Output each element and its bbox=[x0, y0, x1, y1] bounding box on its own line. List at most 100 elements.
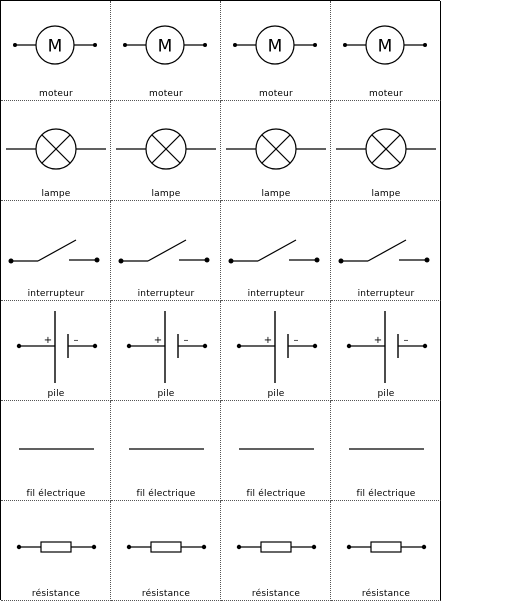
lamp-cross bbox=[261, 134, 291, 164]
symbol-label: résistance bbox=[141, 589, 191, 599]
symbol-cell-resistor: résistance bbox=[1, 501, 111, 601]
symbol-resistor bbox=[126, 541, 207, 553]
symbol-switch bbox=[8, 239, 100, 264]
lamp-cross bbox=[371, 134, 401, 164]
symbol-label: interrupteur bbox=[247, 289, 305, 299]
symbol-cell-wire: fil électrique bbox=[331, 401, 441, 501]
symbol-cell-resistor: résistance bbox=[331, 501, 441, 601]
symbol-resistor bbox=[16, 541, 97, 553]
lamp-cross bbox=[41, 134, 71, 164]
symbol-label: pile bbox=[377, 389, 395, 399]
symbol-battery: +– bbox=[346, 311, 428, 383]
symbol-label: lampe bbox=[41, 189, 71, 199]
motor-letter: M bbox=[48, 37, 63, 57]
motor-letter: M bbox=[378, 37, 393, 57]
symbol-cell-resistor: résistance bbox=[221, 501, 331, 601]
terminal-dot bbox=[202, 343, 208, 349]
symbol-label: pile bbox=[157, 389, 175, 399]
symbol-label: moteur bbox=[149, 89, 183, 99]
symbol-motor: M bbox=[123, 25, 207, 65]
switch-blade bbox=[147, 239, 187, 262]
terminal-dot bbox=[424, 257, 430, 263]
symbol-cell-battery: +– pile bbox=[331, 301, 441, 401]
resistor-body bbox=[370, 541, 402, 553]
switch-blade bbox=[37, 239, 77, 262]
symbol-cell-resistor: résistance bbox=[111, 501, 221, 601]
symbol-label: moteur bbox=[259, 89, 293, 99]
symbol-cell-switch: interrupteur bbox=[331, 201, 441, 301]
symbol-label: interrupteur bbox=[137, 289, 195, 299]
switch-blade bbox=[257, 239, 297, 262]
motor-circle bbox=[145, 25, 185, 65]
symbol-cell-battery: +–pile bbox=[221, 301, 331, 401]
symbol-cell-lamp: lampe bbox=[111, 101, 221, 201]
symbol-battery: +– bbox=[236, 311, 318, 383]
symbol-cell-lamp: lampe bbox=[221, 101, 331, 201]
symbol-label: lampe bbox=[371, 189, 401, 199]
symbol-motor: M bbox=[343, 25, 427, 65]
terminal-dot bbox=[203, 43, 207, 47]
plus-sign: + bbox=[264, 335, 272, 346]
terminal-dot bbox=[311, 544, 317, 550]
minus-sign: – bbox=[184, 335, 189, 346]
motor-letter: M bbox=[268, 37, 283, 57]
terminal-dot bbox=[343, 43, 347, 47]
symbol-label: lampe bbox=[151, 189, 181, 199]
symbol-label: fil électrique bbox=[26, 489, 86, 499]
terminal-dot bbox=[93, 43, 97, 47]
terminal-dot bbox=[313, 43, 317, 47]
resistor-body bbox=[150, 541, 182, 553]
symbol-switch bbox=[338, 239, 430, 264]
motor-circle bbox=[35, 25, 75, 65]
symbol-cell-switch: interrupteur bbox=[221, 201, 331, 301]
symbol-cell-wire: fil électrique bbox=[1, 401, 111, 501]
symbol-lamp bbox=[6, 128, 106, 170]
minus-sign: – bbox=[74, 335, 79, 346]
plus-sign: + bbox=[154, 335, 162, 346]
resistor-body bbox=[260, 541, 292, 553]
symbol-battery: +– bbox=[16, 311, 98, 383]
terminal-dot bbox=[314, 257, 320, 263]
terminal-dot bbox=[423, 43, 427, 47]
resistor-body bbox=[40, 541, 72, 553]
symbol-battery: +– bbox=[126, 311, 208, 383]
motor-circle bbox=[255, 25, 295, 65]
minus-sign: – bbox=[294, 335, 299, 346]
lamp-circle bbox=[35, 128, 77, 170]
terminal-dot bbox=[91, 544, 97, 550]
symbol-label: pile bbox=[47, 389, 65, 399]
symbol-label: résistance bbox=[361, 589, 411, 599]
symbol-resistor bbox=[346, 541, 427, 553]
minus-sign: – bbox=[404, 335, 409, 346]
terminal-dot bbox=[123, 43, 127, 47]
lamp-circle bbox=[145, 128, 187, 170]
symbol-wire bbox=[349, 448, 424, 450]
symbol-cell-switch: interrupteur bbox=[1, 201, 111, 301]
symbol-cell-lamp: lampe bbox=[331, 101, 441, 201]
switch-blade bbox=[367, 239, 407, 262]
symbol-label: interrupteur bbox=[27, 289, 85, 299]
symbol-label: fil électrique bbox=[246, 489, 306, 499]
symbol-cell-wire: fil électrique bbox=[111, 401, 221, 501]
lamp-circle bbox=[365, 128, 407, 170]
symbol-lamp bbox=[116, 128, 216, 170]
terminal-dot bbox=[312, 343, 318, 349]
symbol-motor: M bbox=[13, 25, 97, 65]
symbol-cell-switch: interrupteur bbox=[111, 201, 221, 301]
plus-sign: + bbox=[44, 335, 52, 346]
symbol-wire bbox=[19, 448, 94, 450]
symbol-wire bbox=[239, 448, 314, 450]
terminal-dot bbox=[94, 257, 100, 263]
symbol-label: pile bbox=[267, 389, 285, 399]
symbol-label: fil électrique bbox=[356, 489, 416, 499]
symbol-cell-lamp: lampe bbox=[1, 101, 111, 201]
symbol-switch bbox=[118, 239, 210, 264]
terminal-dot bbox=[233, 43, 237, 47]
symbol-wire bbox=[129, 448, 204, 450]
symbol-label: lampe bbox=[261, 189, 291, 199]
